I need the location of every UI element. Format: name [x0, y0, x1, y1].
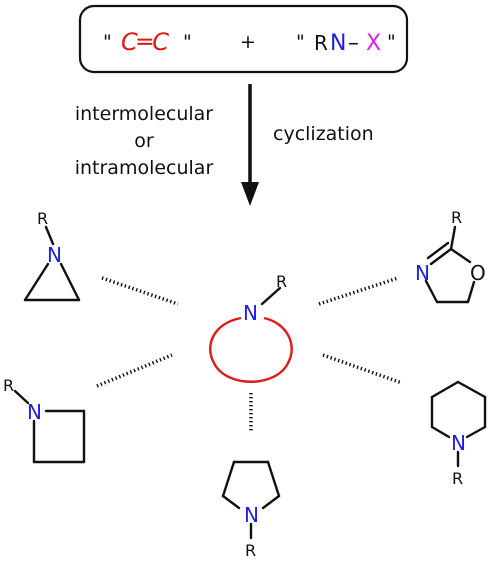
- generic-n-r-bond: [260, 286, 282, 306]
- piperidine-bond-2: [456, 380, 487, 399]
- condition-cyclization: cyclization: [273, 123, 374, 145]
- aziridine-bond-left: [23, 262, 50, 302]
- azetidine-structure: R N: [3, 376, 86, 464]
- connector-azetidine: [96, 353, 173, 388]
- azetidine-n-atom: N: [27, 400, 42, 424]
- generic-r-group: R: [276, 272, 287, 291]
- amine-open-quote: ": [296, 31, 305, 53]
- leaving-group-x: X: [366, 31, 381, 56]
- pyrrolidine-n-atom: N: [244, 503, 259, 527]
- generic-heterocycle: N R: [209, 272, 293, 383]
- aziridine-structure: R N: [23, 209, 81, 302]
- oxazoline-c-n-double-1: [429, 247, 453, 266]
- oxazoline-ch2-n-bond: [424, 279, 439, 304]
- pyrrolidine-bond-left: [221, 460, 236, 498]
- connector-oxazoline: [318, 276, 399, 306]
- alkene-formula: C═C: [121, 28, 169, 56]
- aziridine-r-group: R: [37, 209, 48, 228]
- amine-dash: –: [348, 31, 359, 56]
- oxazoline-c-r-bond: [449, 225, 457, 251]
- amine-n-label: N: [330, 31, 346, 56]
- amine-close-quote: ": [387, 31, 396, 53]
- pyrrolidine-r-group: R: [245, 541, 256, 560]
- piperidine-bond-4: [465, 425, 487, 439]
- pyrrolidine-bond-right: [266, 460, 281, 498]
- reactant-box-frame: [78, 4, 409, 74]
- oxazoline-n-atom: N: [415, 261, 430, 285]
- aziridine-n-atom: N: [47, 243, 62, 267]
- piperidine-bond-1: [430, 380, 460, 399]
- amine-r-label: R: [314, 31, 328, 55]
- reaction-arrow: [241, 84, 259, 206]
- piperidine-structure: N R: [430, 380, 487, 488]
- azetidine-n-r-bond: [13, 389, 30, 405]
- plus-sign: +: [240, 31, 256, 53]
- aziridine-n-r-bond: [44, 225, 55, 246]
- aziridine-bond-right: [59, 262, 81, 302]
- piperidine-r-group: R: [452, 469, 463, 488]
- pyrrolidine-bond-left-n: [221, 494, 241, 510]
- pyrrolidine-structure: N R: [221, 460, 281, 560]
- piperidine-bond-5: [430, 425, 451, 439]
- oxazoline-structure: R N O: [415, 208, 486, 304]
- condition-intermolecular: intermolecular: [75, 103, 213, 125]
- oxazoline-o-ch2-bond: [466, 280, 476, 304]
- condition-intramolecular: intramolecular: [75, 157, 214, 179]
- oxazoline-c-o-bond: [449, 247, 472, 264]
- connector-aziridine: [101, 276, 179, 306]
- azetidine-r-group: R: [3, 376, 14, 395]
- reactant-box: " C═C " + " R N – X ": [78, 4, 409, 74]
- connector-piperidine: [322, 353, 403, 385]
- pyrrolidine-bond-right-n: [261, 494, 281, 510]
- generic-n-atom: N: [243, 301, 258, 325]
- condition-or: or: [134, 130, 154, 152]
- generic-ring-arc: [209, 316, 293, 383]
- alkene-close-quote: ": [183, 31, 192, 53]
- piperidine-n-atom: N: [451, 431, 466, 455]
- alkene-open-quote: ": [103, 31, 112, 53]
- oxazoline-r-group: R: [451, 208, 462, 227]
- oxazoline-o-atom: O: [470, 261, 486, 285]
- arrow-head: [241, 182, 259, 206]
- oxazoline-c-n-double-2: [426, 241, 450, 260]
